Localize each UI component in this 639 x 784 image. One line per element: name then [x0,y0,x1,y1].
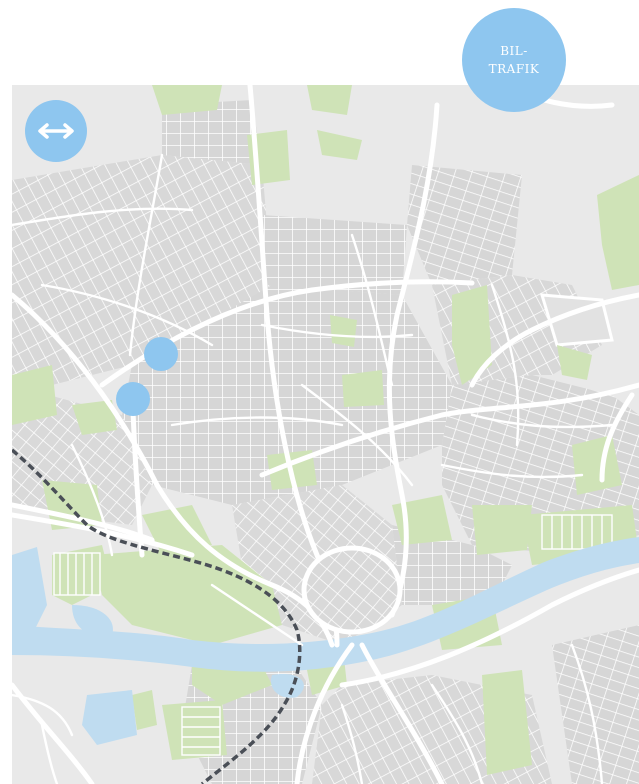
car-traffic-label-line1: BIL- [500,44,528,58]
map-marker-1[interactable] [144,337,178,371]
pan-toggle-button[interactable] [25,100,87,162]
map-marker-2[interactable] [116,382,150,416]
double-arrow-horizontal-icon [38,123,74,139]
minor-roads [12,153,614,784]
map-canvas [12,85,639,784]
car-traffic-label-line2: TRAFIK [488,62,540,76]
car-traffic-button[interactable]: BIL- TRAFIK [462,8,566,112]
allotments [53,514,613,756]
city-map[interactable] [12,85,639,784]
city-center-ring [301,545,403,635]
water [12,537,639,745]
railway-line [12,448,302,784]
